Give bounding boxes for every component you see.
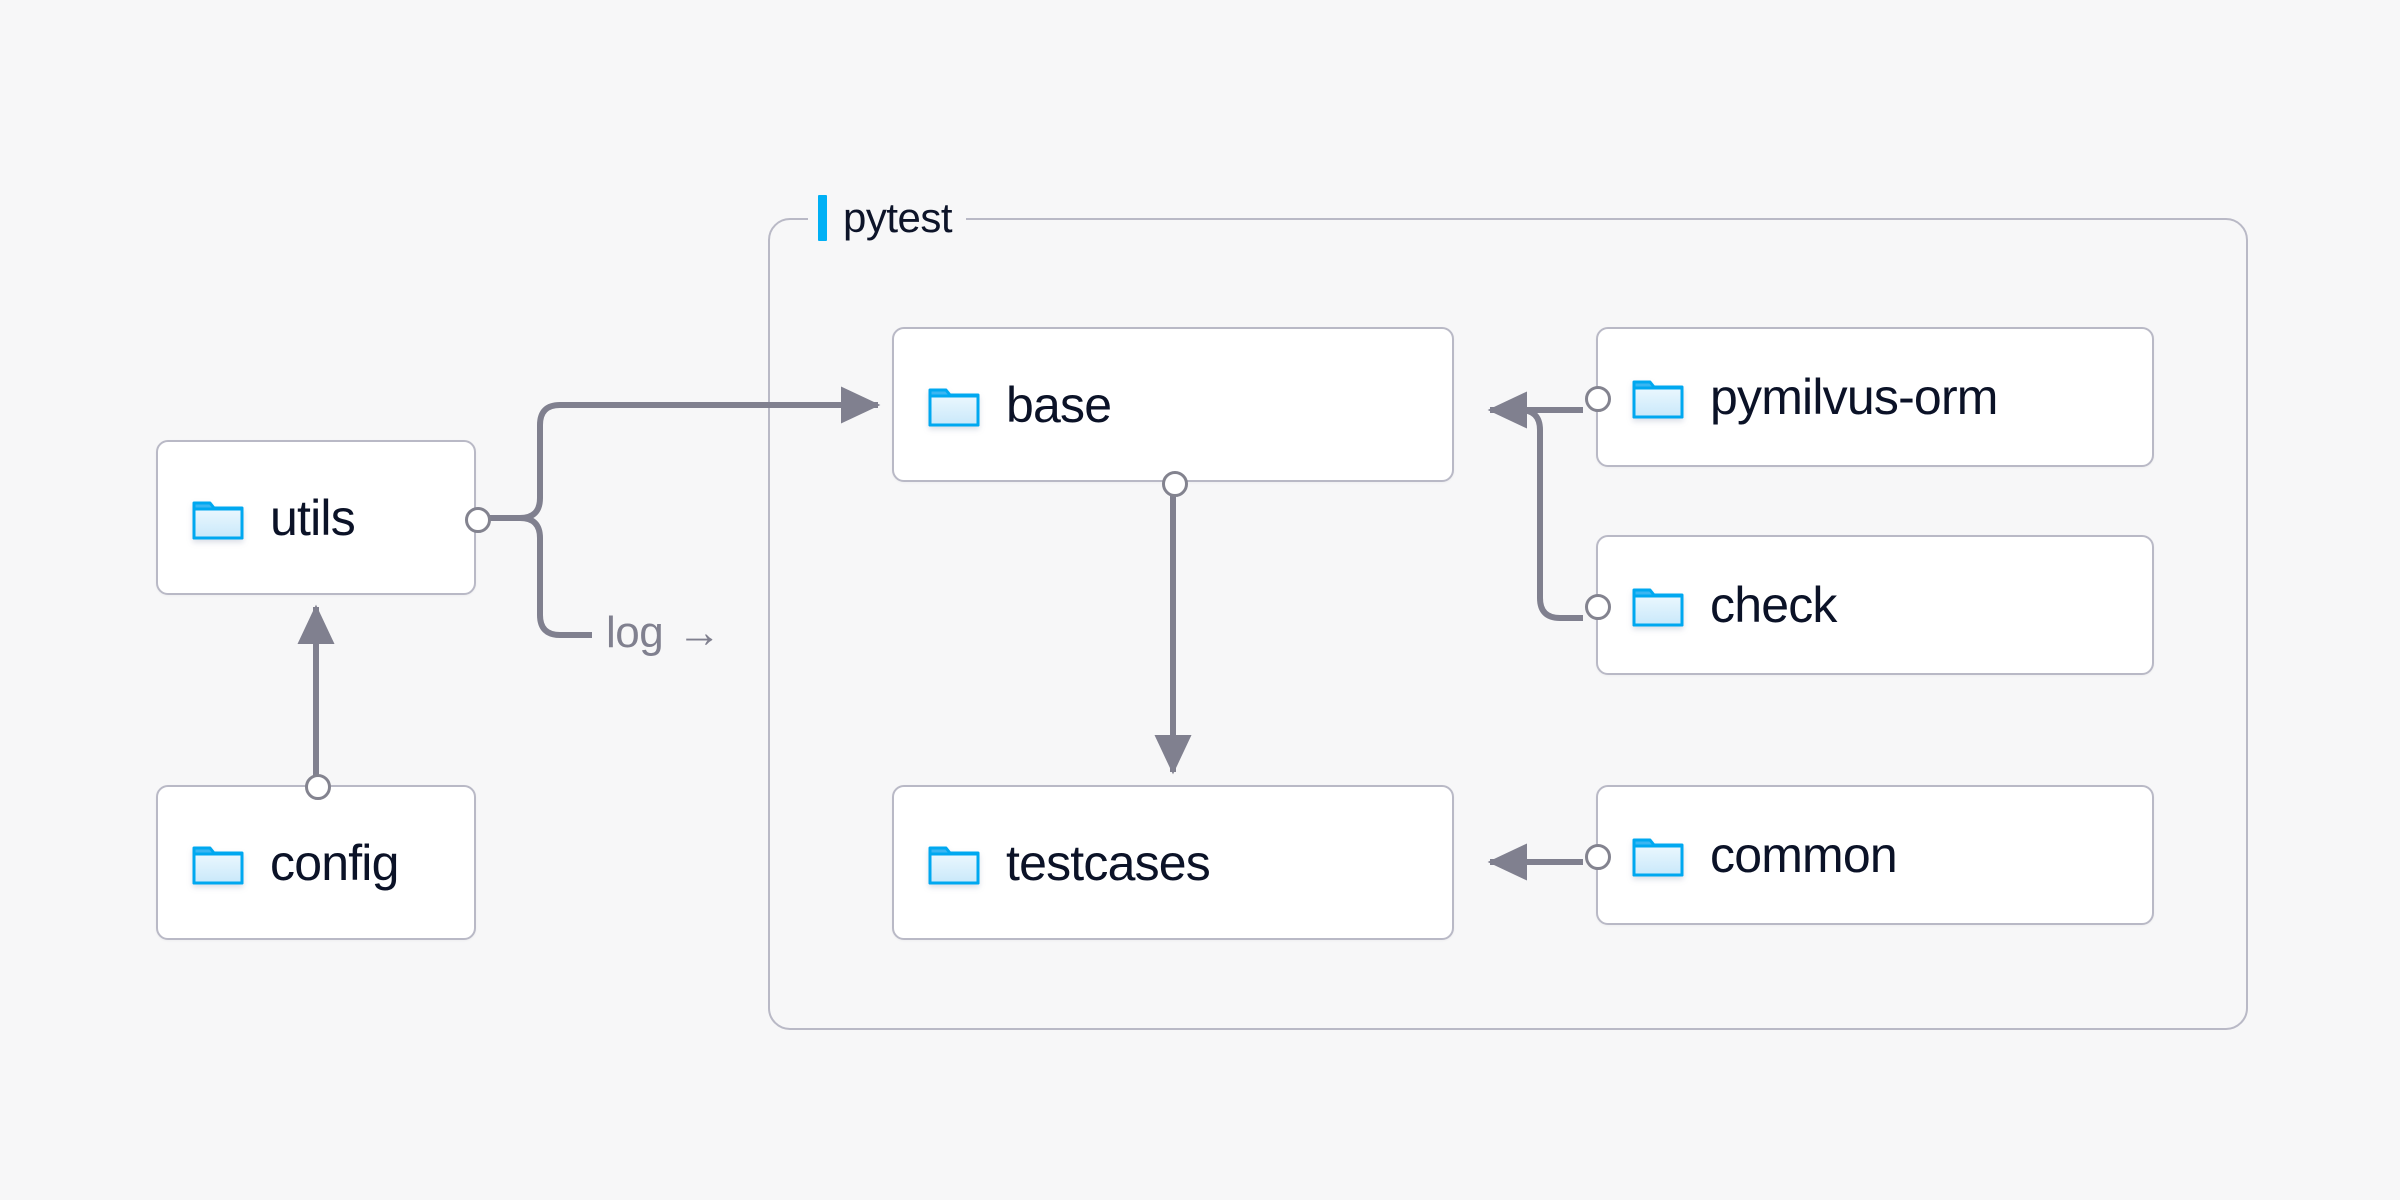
node-label-common: common — [1710, 827, 1898, 883]
node-pymilvus-orm[interactable]: pymilvus-orm — [1585, 327, 2154, 467]
node-label-check: check — [1710, 577, 1837, 633]
folder-icon — [1632, 582, 1684, 628]
group-label-pytest[interactable]: pytest — [808, 189, 967, 247]
node-utils[interactable]: utils — [156, 440, 491, 595]
node-label-base: base — [1006, 376, 1112, 433]
edge-label-log: log → — [600, 608, 727, 658]
folder-icon — [928, 382, 980, 428]
node-config[interactable]: config — [156, 774, 476, 940]
edge-label-log-text: log — [606, 608, 664, 657]
group-label-text: pytest — [843, 194, 953, 241]
handle-base-bottom[interactable] — [1162, 471, 1188, 497]
handle-common-left[interactable] — [1585, 844, 1611, 870]
handle-check-left[interactable] — [1585, 594, 1611, 620]
folder-icon — [1632, 374, 1684, 420]
node-base[interactable]: base — [892, 327, 1454, 497]
folder-icon — [192, 840, 244, 886]
folder-icon — [192, 495, 244, 541]
arrow-right-icon: → — [677, 608, 721, 657]
handle-config-top[interactable] — [305, 774, 331, 800]
handle-utils-right[interactable] — [465, 506, 491, 533]
group-accent-bar-icon — [818, 195, 827, 241]
node-check[interactable]: check — [1585, 535, 2154, 675]
folder-icon — [928, 840, 980, 886]
node-label-pymilvus-orm: pymilvus-orm — [1710, 369, 1998, 425]
edge-utils-to-log — [519, 515, 592, 638]
handle-pymilvus-orm-left[interactable] — [1585, 386, 1611, 412]
folder-icon — [1632, 832, 1684, 878]
group-container-pytest[interactable] — [768, 218, 2248, 1030]
node-label-config: config — [270, 834, 399, 891]
node-common[interactable]: common — [1585, 785, 2154, 925]
node-testcases[interactable]: testcases — [892, 785, 1454, 940]
node-label-testcases: testcases — [1006, 834, 1211, 891]
node-label-utils: utils — [270, 489, 356, 546]
